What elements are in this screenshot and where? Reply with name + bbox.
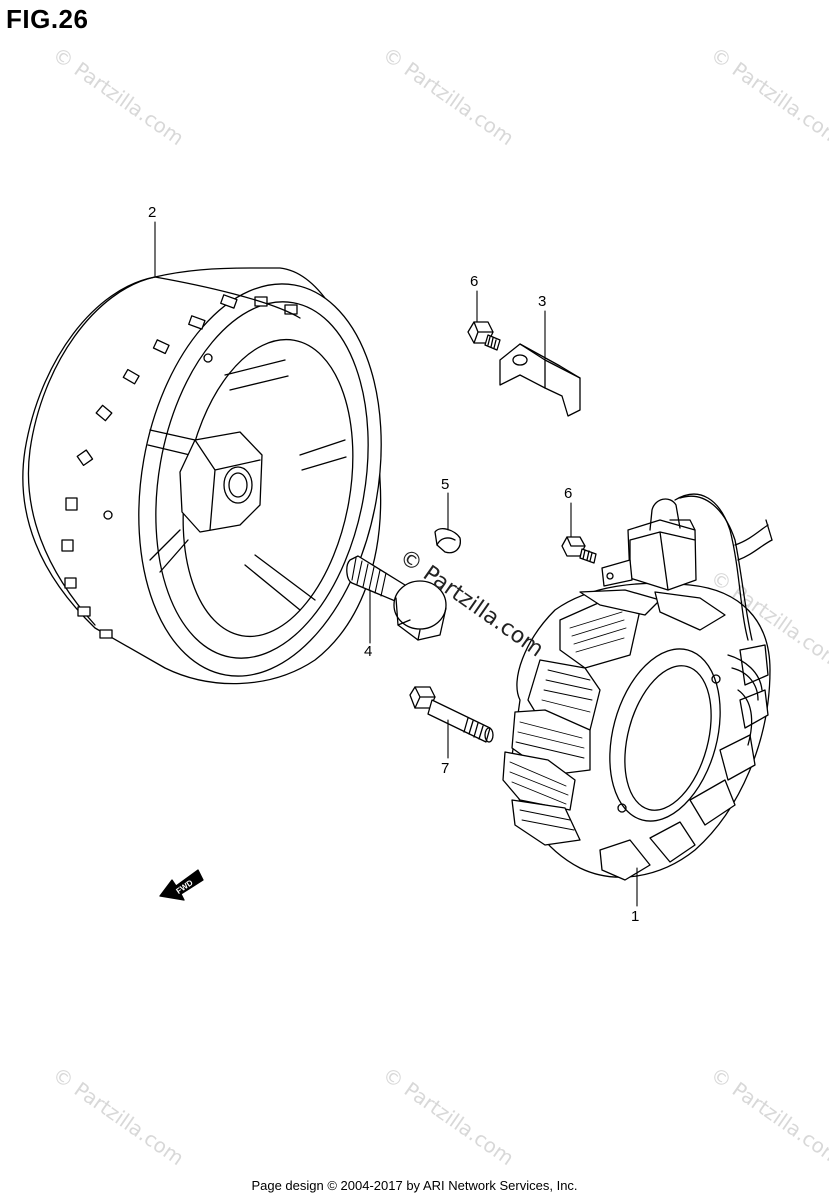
- callout-5: 5: [441, 476, 449, 493]
- callout-6-upper: 6: [470, 273, 478, 290]
- page-footer: Page design © 2004-2017 by ARI Network S…: [251, 1178, 578, 1193]
- screw-part-6-lower[interactable]: [561, 536, 597, 564]
- figure-title: FIG.26: [6, 4, 89, 34]
- key-part-5[interactable]: [434, 528, 461, 554]
- bracket-part-3[interactable]: [499, 343, 581, 417]
- stator-part-1[interactable]: [502, 493, 773, 881]
- callout-2: 2: [148, 204, 156, 221]
- screw-part-6-upper[interactable]: [467, 321, 501, 351]
- bolt-part-7[interactable]: [409, 686, 494, 743]
- callout-7: 7: [441, 760, 449, 777]
- callout-3: 3: [538, 293, 546, 310]
- callout-6-lower: 6: [564, 485, 572, 502]
- fwd-arrow: FWD: [159, 869, 204, 901]
- callout-4: 4: [364, 643, 372, 660]
- rotor-bolt-part-4[interactable]: [346, 555, 447, 641]
- callout-1: 1: [631, 908, 639, 925]
- rotor-part-2[interactable]: [22, 265, 411, 696]
